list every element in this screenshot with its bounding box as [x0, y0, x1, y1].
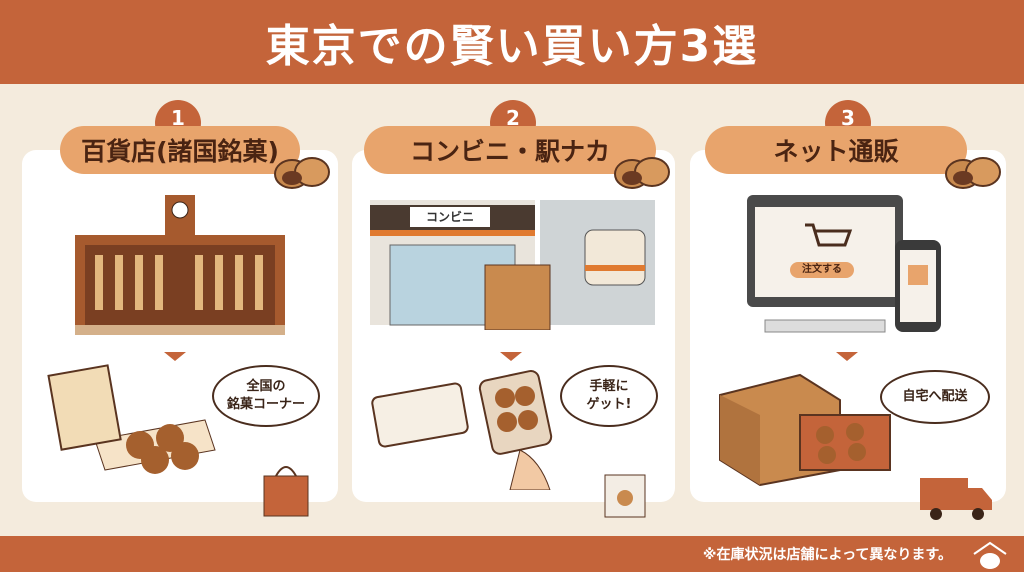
- arrow-down-icon: [500, 352, 522, 361]
- speech-bubble-1: 全国の 銘菓コーナー: [212, 365, 320, 427]
- convenience-store-illustration: [370, 200, 655, 330]
- store-sign: コンビニ: [410, 207, 490, 227]
- page-title: 東京での賢い買い方3選: [265, 21, 759, 72]
- manju-icon: [614, 157, 670, 189]
- method-label-1: 百貨店(諸国銘菓): [60, 126, 300, 174]
- computer-and-phone-illustration: [747, 195, 941, 333]
- paper-bag-icon: [604, 474, 646, 518]
- bubble-line: ゲット!: [586, 397, 632, 412]
- manju-icon: [945, 157, 1001, 189]
- bubble-line: 全国の: [246, 378, 286, 394]
- arrow-down-icon: [836, 352, 858, 361]
- speech-bubble-3: 自宅へ配送: [880, 370, 990, 424]
- bubble-line: 銘菓コーナー: [226, 397, 305, 412]
- title-banner: 東京での賢い買い方3選: [0, 0, 1024, 84]
- bubble-line: 自宅へ配送: [902, 388, 968, 404]
- bubble-line: 手軽に: [589, 378, 629, 394]
- gift-box-illustration: [47, 364, 216, 474]
- delivery-truck-icon: [920, 478, 992, 520]
- footer-bar: ※在庫状況は店舗によって異なります。: [0, 536, 1024, 572]
- manju-house-logo: [973, 541, 1007, 569]
- ticket-and-manju-pack-illustration: [371, 370, 553, 490]
- manju-icon: [274, 157, 330, 189]
- shopping-bag-icon: [263, 466, 309, 517]
- order-button: 注文する: [790, 262, 854, 278]
- stock-disclaimer: ※在庫状況は店舗によって異なります。: [702, 547, 952, 563]
- method-label-3: ネット通販: [705, 126, 967, 174]
- department-store-illustration: [75, 195, 285, 335]
- method-label-2: コンビニ・駅ナカ: [364, 126, 656, 174]
- delivery-box-illustration: [719, 373, 891, 487]
- speech-bubble-2: 手軽に ゲット!: [560, 365, 658, 427]
- arrow-down-icon: [164, 352, 186, 361]
